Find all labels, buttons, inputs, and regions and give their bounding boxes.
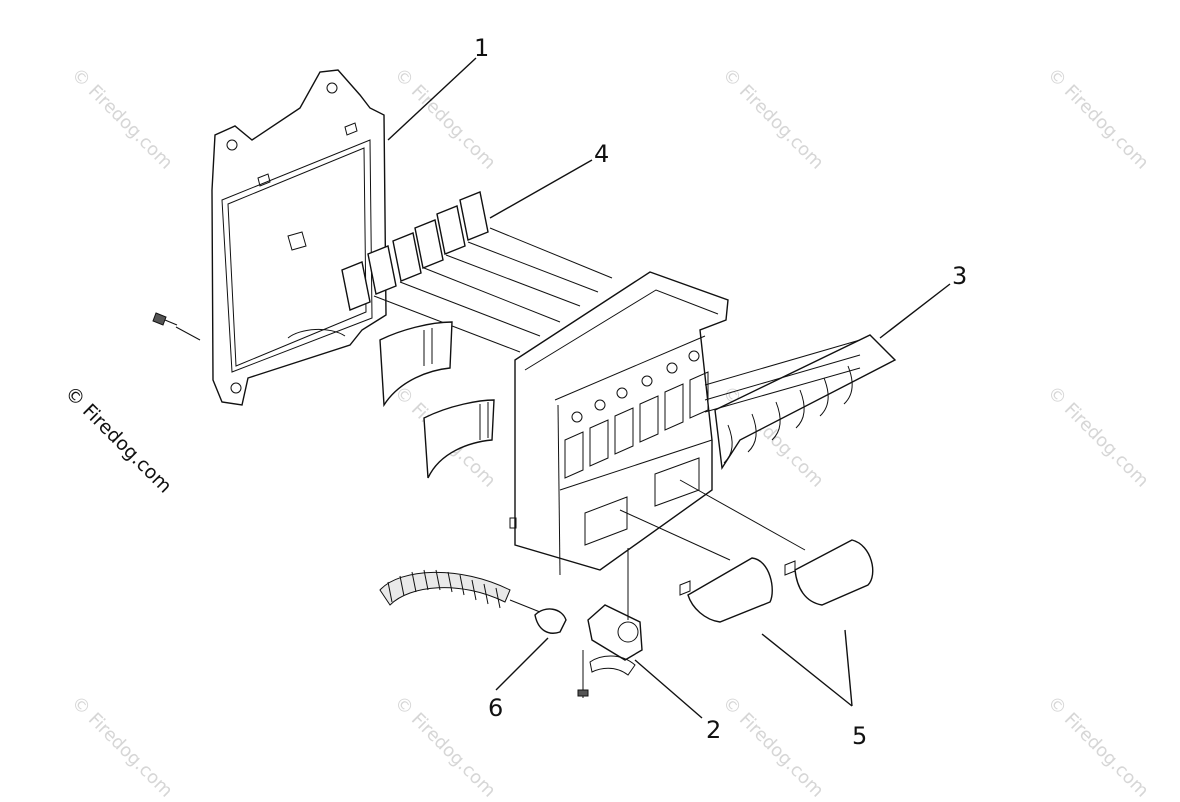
part-4-connector-blocks	[341, 191, 613, 353]
main-housing	[509, 271, 729, 576]
part-2-fitting	[577, 548, 643, 698]
part-6-hose-and-cap	[379, 569, 567, 634]
callout-2: 2	[706, 716, 722, 744]
callout-6: 6	[488, 694, 504, 722]
callout-5: 5	[852, 722, 868, 750]
part-1-mounting-plate	[152, 69, 387, 406]
label-strips	[379, 321, 495, 479]
callout-1: 1	[474, 34, 490, 62]
callout-3: 3	[952, 262, 968, 290]
parts-diagram	[152, 57, 951, 719]
part-3-rocker-switches	[704, 334, 897, 471]
callout-4: 4	[594, 140, 610, 168]
part-5-covers	[619, 479, 874, 623]
callout-leaders	[387, 57, 951, 719]
